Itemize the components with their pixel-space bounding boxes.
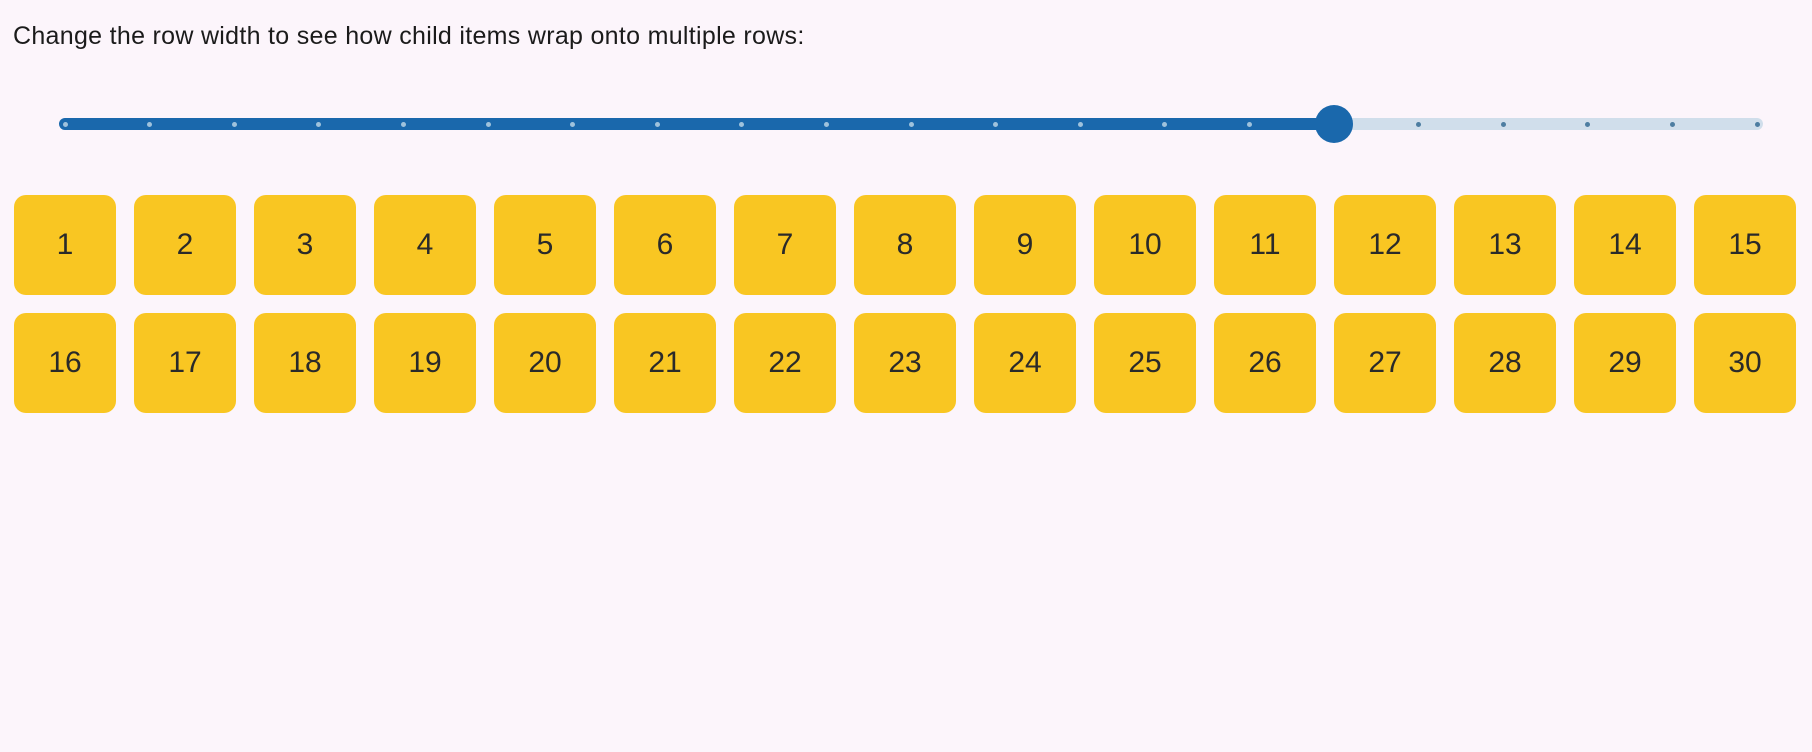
grid-item: 30	[1694, 313, 1796, 413]
grid-item: 18	[254, 313, 356, 413]
grid-item: 6	[614, 195, 716, 295]
grid-item: 27	[1334, 313, 1436, 413]
grid-item: 28	[1454, 313, 1556, 413]
grid-item: 29	[1574, 313, 1676, 413]
grid-item: 25	[1094, 313, 1196, 413]
grid-item: 14	[1574, 195, 1676, 295]
grid-item: 16	[14, 313, 116, 413]
grid-item: 15	[1694, 195, 1796, 295]
grid-item: 3	[254, 195, 356, 295]
grid-item: 4	[374, 195, 476, 295]
grid-item: 9	[974, 195, 1076, 295]
instruction-text: Change the row width to see how child it…	[13, 22, 805, 50]
row-width-slider[interactable]	[59, 104, 1763, 144]
grid-item: 12	[1334, 195, 1436, 295]
grid-item: 5	[494, 195, 596, 295]
grid-item: 13	[1454, 195, 1556, 295]
grid-item: 20	[494, 313, 596, 413]
grid-item: 8	[854, 195, 956, 295]
slider-track[interactable]	[59, 118, 1763, 130]
grid-item: 24	[974, 313, 1076, 413]
grid-item: 10	[1094, 195, 1196, 295]
grid-item: 11	[1214, 195, 1316, 295]
grid-item: 1	[14, 195, 116, 295]
grid-item: 23	[854, 313, 956, 413]
grid-item: 2	[134, 195, 236, 295]
grid-item: 7	[734, 195, 836, 295]
grid-item: 21	[614, 313, 716, 413]
slider-thumb[interactable]	[1315, 105, 1353, 143]
grid-item: 17	[134, 313, 236, 413]
grid-item: 22	[734, 313, 836, 413]
grid-item: 26	[1214, 313, 1316, 413]
grid-item: 19	[374, 313, 476, 413]
